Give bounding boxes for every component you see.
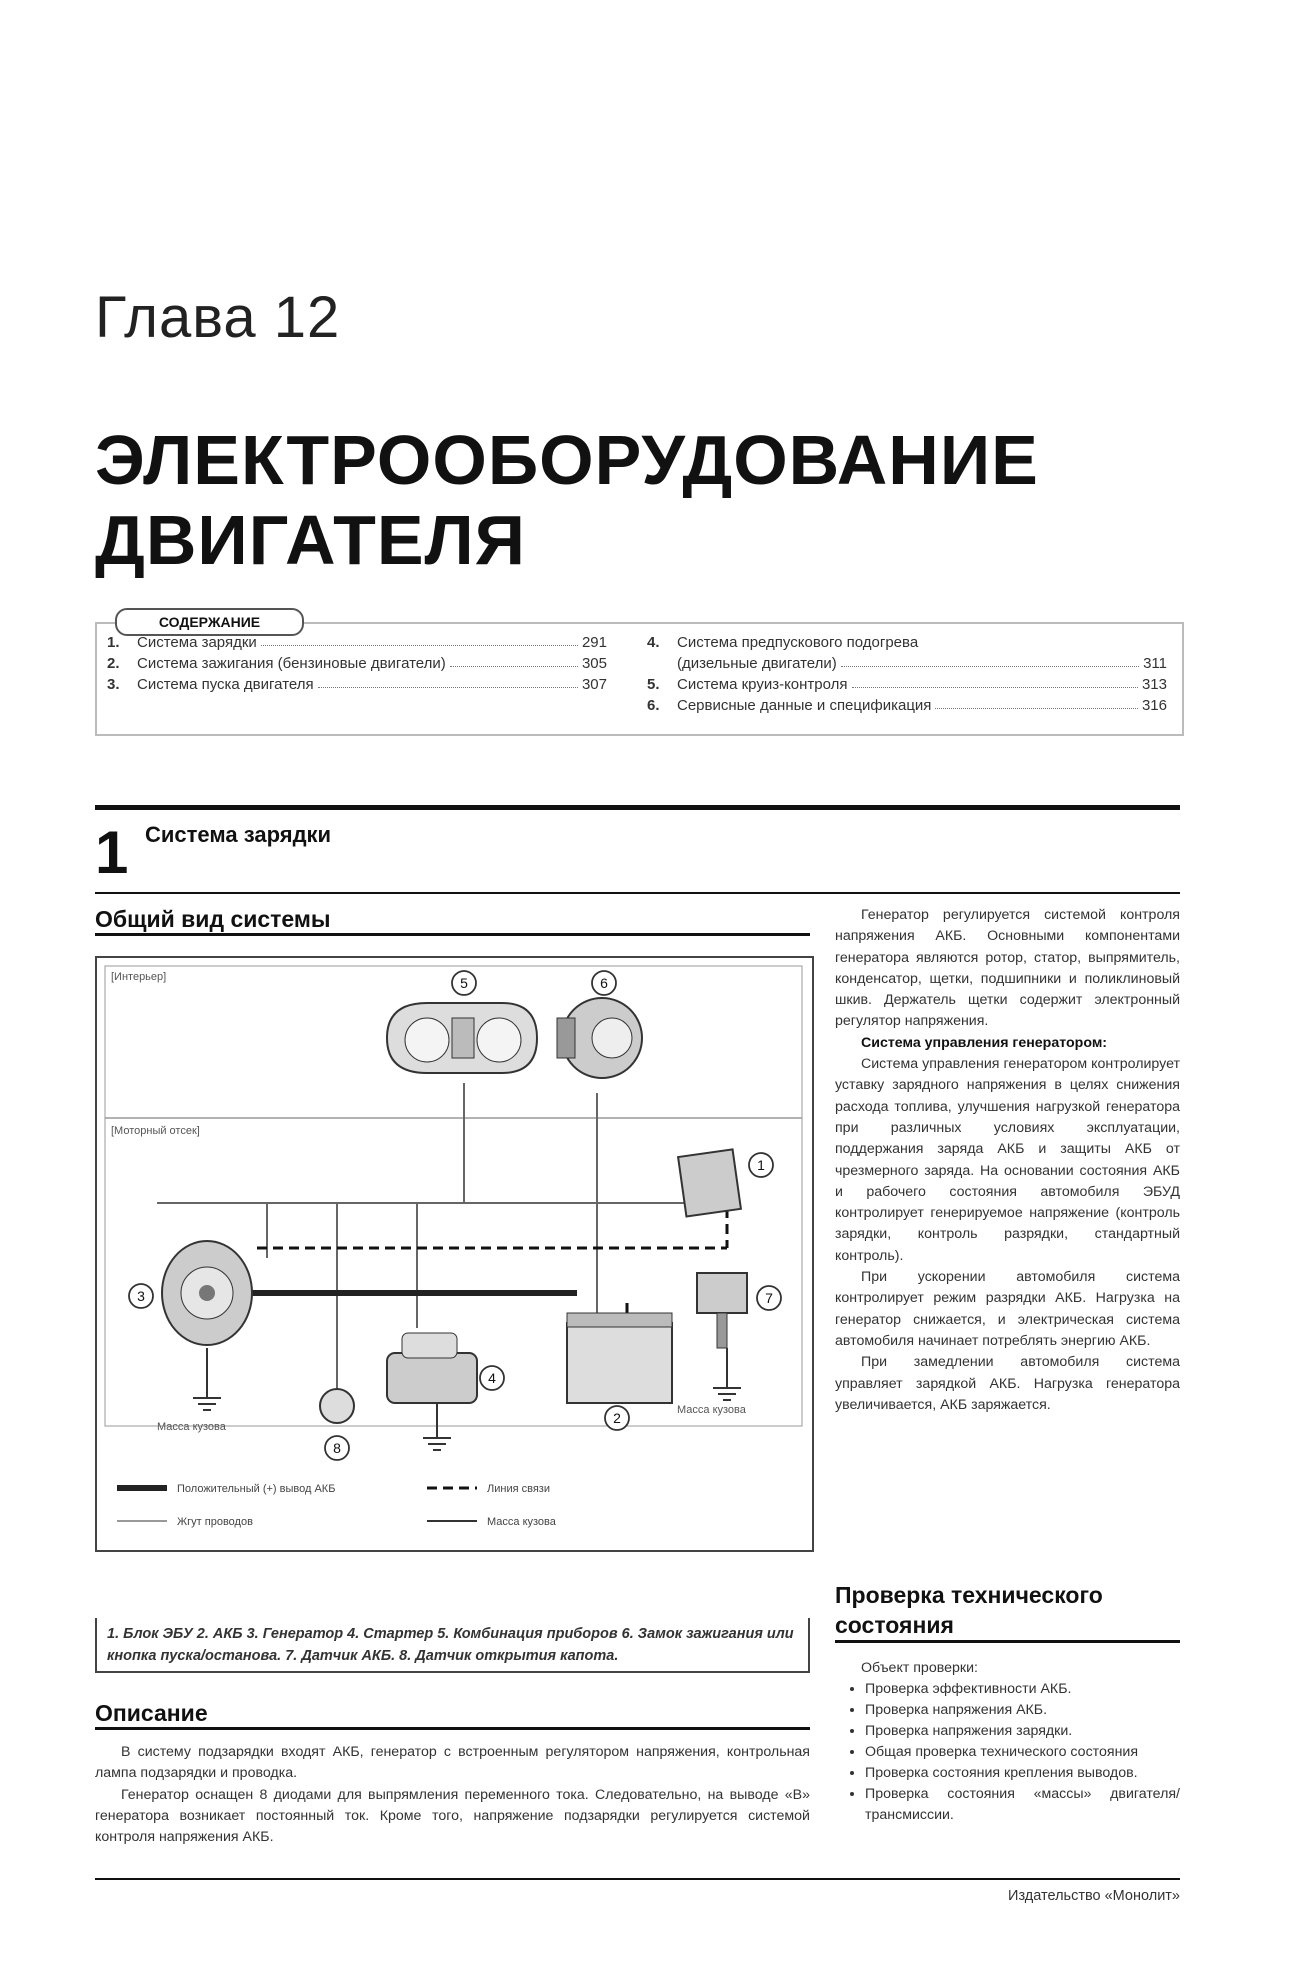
right-column-text: Генератор регулируется системой контроля… [835,905,1180,1416]
diagram-caption: 1. Блок ЭБУ 2. АКБ 3. Генератор 4. Старт… [95,1618,810,1673]
check-item: Проверка состояния «массы» двигателя/тра… [865,1784,1180,1826]
description-paragraph: В систему подзарядки входят АКБ, генерат… [95,1744,810,1782]
chapter-label: Глава 12 [95,285,341,350]
right-paragraph: При замедлении автомобиля система управл… [835,1354,1180,1413]
right-paragraph: При ускорении автомобиля система контрол… [835,1269,1180,1349]
starter-icon [386,1332,478,1404]
callout-4: 4 [488,1370,496,1386]
callout-8: 8 [333,1440,341,1456]
diagram-svg: 1 2 3 4 5 6 7 8 [Интерьер] [Моторный отс… [104,965,803,1528]
battery-sensor-icon [696,1272,748,1349]
diagram-legend: Положительный (+) вывод АКБ Жгут проводо… [117,1483,557,1528]
system-diagram: 1 2 3 4 5 6 7 8 [Интерьер] [Моторный отс… [95,956,814,1552]
callout-circles [128,970,782,1461]
callout-1: 1 [757,1157,765,1173]
check-intro: Объект проверки: [861,1660,978,1676]
callout-2: 2 [613,1410,621,1426]
description-paragraph: Генератор оснащен 8 диодами для выпрямле… [95,1786,810,1846]
ground-label: Масса кузова [677,1404,747,1416]
instrument-cluster-icon [385,1002,539,1074]
legend-harness: Жгут проводов [177,1516,253,1528]
description-heading: Описание [95,1700,810,1730]
right-paragraph: Система управления генератором контролир… [835,1056,1180,1264]
callout-6: 6 [600,975,608,991]
legend-positive: Положительный (+) вывод АКБ [177,1483,335,1495]
toc-item[interactable]: 2.Система зажигания (бензиновые двигател… [107,655,607,672]
ground-label: Масса кузова [157,1421,227,1433]
check-item: Проверка напряжения зарядки. [865,1721,1180,1742]
section-title: Система зарядки [145,822,332,847]
toc-heading: СОДЕРЖАНИЕ [115,608,304,636]
check-item: Проверка эффективности АКБ. [865,1679,1180,1700]
publisher-footer: Издательство «Монолит» [1008,1888,1180,1904]
callout-3: 3 [137,1288,145,1304]
description-text: В систему подзарядки входят АКБ, генерат… [95,1742,810,1848]
toc-item[interactable]: 4.Система предпускового подогрева [647,634,919,651]
overview-heading: Общий вид системы [95,906,810,936]
zone-engine-label: [Моторный отсек] [111,1125,200,1137]
legend-data-link: Линия связи [487,1483,550,1495]
section-top-rule [95,805,1180,810]
callout-5: 5 [460,975,468,991]
toc-item[interactable]: (дизельные двигатели)311 [677,655,1167,672]
section-number: 1 [95,819,129,886]
legend-ground: Масса кузова [487,1516,557,1528]
zone-interior-label: [Интерьер] [111,971,166,983]
check-item: Проверка состояния крепления выводов. [865,1763,1180,1784]
alternator-icon [161,1240,253,1346]
section-bottom-rule [95,892,1180,894]
chapter-title: ЭЛЕКТРООБОРУДОВАНИЕ ДВИГАТЕЛЯ [95,421,1039,579]
callout-7: 7 [765,1290,773,1306]
check-heading: Проверка технического состояния [835,1580,1180,1643]
check-list: Объект проверки: Проверка эффективности … [835,1658,1180,1826]
ecu-icon [676,1148,743,1218]
hood-sensor-icon [319,1388,355,1424]
footer-rule [95,1878,1180,1880]
check-item: Общая проверка технического состояния [865,1742,1180,1763]
right-paragraph: Генератор регулируется системой контроля… [835,907,1180,1030]
control-system-subheading: Система управления генератором: [861,1034,1108,1051]
battery-icon [566,1312,673,1404]
ignition-switch-icon [556,997,643,1079]
check-item: Проверка напряжения АКБ. [865,1700,1180,1721]
